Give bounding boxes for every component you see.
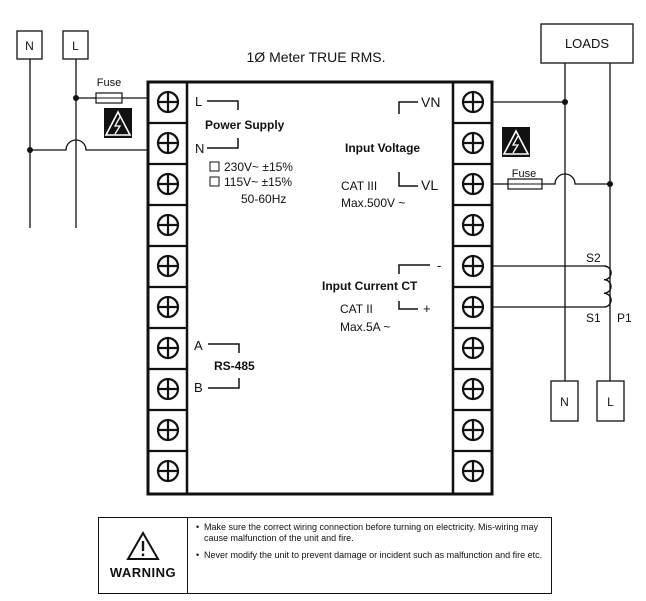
- svg-text:CAT III: CAT III: [341, 179, 377, 193]
- warning-item: •Make sure the correct wiring connection…: [196, 522, 538, 543]
- svg-text:115V~ ±15%: 115V~ ±15%: [224, 175, 292, 189]
- svg-text:Max.5A ~: Max.5A ~: [340, 320, 390, 334]
- power-supply-section: L N Power Supply 230V~ ±15% 115V~ ±15% 5…: [195, 94, 293, 206]
- svg-text:50-60Hz: 50-60Hz: [241, 192, 286, 206]
- junction-dot: [607, 181, 613, 187]
- svg-text:Max.500V ~: Max.500V ~: [341, 196, 405, 210]
- svg-text:L: L: [195, 94, 202, 109]
- fuse-label-left: Fuse: [97, 77, 121, 89]
- loads-box: LOADS: [540, 23, 634, 64]
- svg-text:B: B: [194, 380, 203, 395]
- svg-text:N: N: [195, 141, 204, 156]
- rs485-section: A B RS-485: [194, 338, 255, 395]
- svg-text:L: L: [72, 39, 79, 53]
- svg-text:N: N: [560, 395, 569, 409]
- source-neutral-box: N: [16, 30, 43, 60]
- shock-hazard-icon: [502, 127, 530, 157]
- svg-text:+: +: [423, 301, 431, 316]
- svg-text:Power Supply: Power Supply: [205, 118, 285, 132]
- warning-title: WARNING: [109, 565, 177, 580]
- ct-coil: [603, 265, 612, 308]
- load-line-box: L: [596, 380, 625, 422]
- source-line-box: L: [62, 30, 89, 60]
- load-wires: [492, 63, 611, 381]
- svg-text:RS-485: RS-485: [214, 359, 255, 373]
- ct-label-s1: S1: [586, 311, 601, 325]
- warning-list: •Make sure the correct wiring connection…: [188, 518, 551, 593]
- fuse-label-right: Fuse: [512, 168, 536, 180]
- load-neutral-box: N: [550, 380, 579, 422]
- svg-text:-: -: [437, 258, 441, 273]
- svg-text:Input Voltage: Input Voltage: [345, 141, 420, 155]
- input-current-section: - + Input Current CT CAT II Max.5A ~: [322, 258, 441, 334]
- svg-text:LOADS: LOADS: [565, 36, 609, 51]
- svg-text:230V~ ±15%: 230V~ ±15%: [224, 160, 293, 174]
- ct-label-p1: P1: [617, 311, 632, 325]
- ct-label-s2: S2: [586, 251, 601, 265]
- source-wires: [29, 59, 150, 228]
- svg-text:VL: VL: [421, 177, 438, 193]
- svg-text:Input Current CT: Input Current CT: [322, 279, 418, 293]
- svg-text:CAT II: CAT II: [340, 302, 373, 316]
- junction-dot: [27, 147, 33, 153]
- warning-badge: WARNING: [99, 518, 188, 593]
- svg-text:L: L: [607, 395, 614, 409]
- warning-item: •Never modify the unit to prevent damage…: [196, 550, 543, 560]
- warning-triangle-icon: [126, 531, 160, 560]
- svg-text:A: A: [194, 338, 203, 353]
- svg-text:N: N: [25, 39, 34, 53]
- input-voltage-section: VN VL Input Voltage CAT III Max.500V ~: [341, 94, 440, 210]
- right-terminal-block: [453, 90, 492, 483]
- shock-hazard-icon: [104, 108, 132, 138]
- diagram-title: 1Ø Meter TRUE RMS.: [247, 49, 386, 65]
- junction-dot: [562, 99, 568, 105]
- svg-text:VN: VN: [421, 94, 440, 110]
- junction-dot: [73, 95, 79, 101]
- warning-box: WARNING •Make sure the correct wiring co…: [98, 517, 552, 594]
- left-terminal-block: [148, 90, 187, 483]
